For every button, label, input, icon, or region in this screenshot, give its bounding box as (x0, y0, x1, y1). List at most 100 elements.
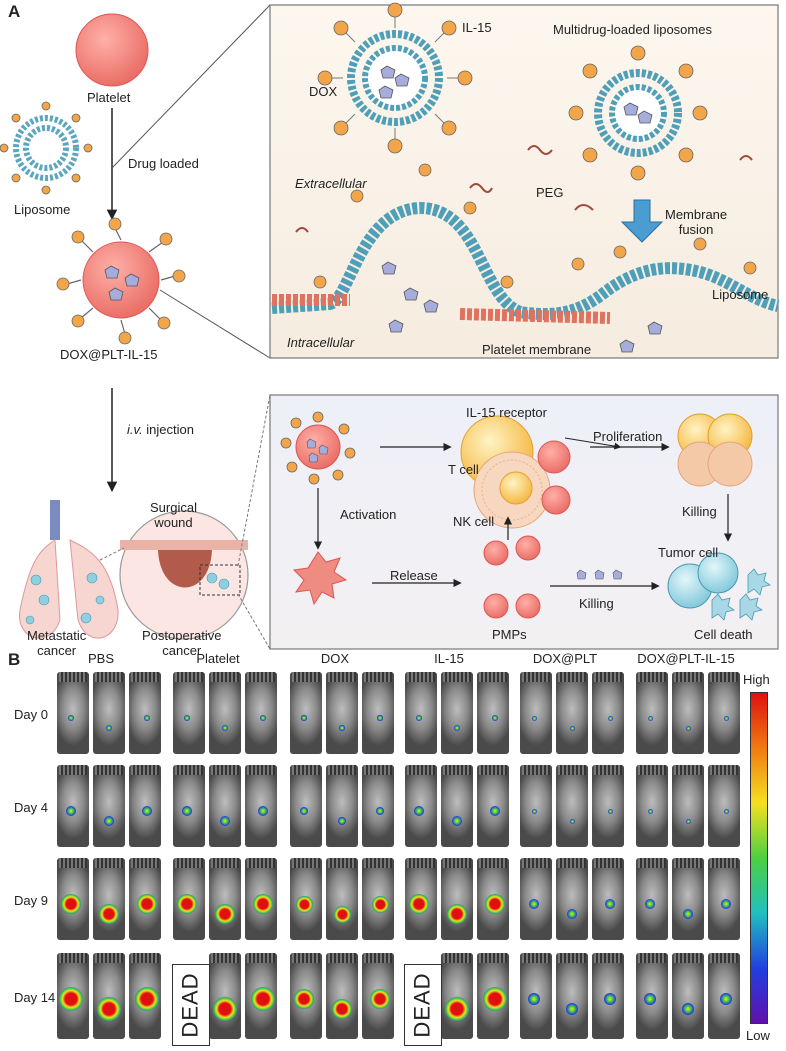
mouse-image (556, 858, 588, 940)
mouse-image (405, 858, 437, 940)
signal-spot (222, 725, 228, 731)
mouse-image (245, 953, 277, 1039)
mouse-image (708, 858, 740, 940)
mouse-image (592, 953, 624, 1039)
signal-spot (414, 806, 424, 816)
platelet-membrane-label: Platelet membrane (482, 342, 592, 357)
group-header-dox-plt: DOX@PLT (532, 651, 598, 666)
signal-spot (452, 816, 462, 826)
mouse-image (173, 858, 205, 940)
t-cell-label: T cell (448, 462, 479, 477)
signal-spot (137, 894, 157, 914)
signal-spot (260, 715, 266, 721)
mouse-image (441, 765, 473, 847)
membrane-fusion-line-1: Membrane (665, 207, 728, 222)
signal-spot (720, 993, 732, 1005)
metastatic-line-2: cancer (37, 643, 77, 658)
mouse-image (245, 672, 277, 754)
mouse-image (708, 765, 740, 847)
mouse-image (93, 672, 125, 754)
mouse-image (708, 953, 740, 1039)
peg-label: PEG (536, 185, 564, 200)
mouse-image (477, 858, 509, 940)
mouse-image (441, 858, 473, 940)
mouse-image (173, 765, 205, 847)
signal-spot (569, 725, 575, 731)
signal-spot (97, 997, 121, 1021)
mouse-image (57, 765, 89, 847)
signal-spot (607, 808, 613, 814)
mouse-image (93, 765, 125, 847)
surgical-line-1: Surgical (150, 500, 197, 515)
signal-spot (299, 806, 309, 816)
signal-spot (644, 993, 656, 1005)
mouse-image (57, 953, 89, 1039)
mouse-image (362, 765, 394, 847)
signal-spot (647, 715, 653, 721)
signal-spot (645, 899, 655, 909)
dox-plt-il15-shape (56, 217, 186, 345)
activation-label: Activation (340, 507, 397, 522)
mouse-image (209, 765, 241, 847)
mouse-image (556, 672, 588, 754)
day-label-0: Day 0 (14, 707, 48, 722)
lungs-illustration (19, 500, 119, 639)
mouse-image (129, 672, 161, 754)
signal-spot (184, 715, 190, 721)
signal-spot (604, 993, 616, 1005)
signal-spot (253, 894, 273, 914)
mouse-image (129, 858, 161, 940)
panel-b-label: B (8, 650, 21, 669)
signal-spot (301, 715, 307, 721)
signal-spot (605, 899, 615, 909)
injection-italic: i.v. (127, 422, 143, 437)
mouse-image (636, 672, 668, 754)
signal-spot (331, 998, 353, 1020)
mouse-image (592, 858, 624, 940)
mouse-image (441, 953, 473, 1039)
signal-spot (445, 997, 469, 1021)
signal-spot (409, 894, 429, 914)
mouse-image (362, 858, 394, 940)
platelet-shape (75, 13, 149, 87)
injection-label: i.v. injection (127, 422, 194, 437)
mouse-image (245, 858, 277, 940)
signal-spot (220, 816, 230, 826)
proliferated-cells (677, 413, 753, 487)
signal-spot (485, 894, 505, 914)
mouse-image (57, 858, 89, 940)
multidrug-label: Multidrug-loaded liposomes (553, 22, 712, 37)
signal-spot (528, 993, 540, 1005)
signal-spot (68, 715, 74, 721)
drug-loaded-label: Drug loaded (128, 156, 199, 171)
group-header-platelet: Platelet (196, 651, 240, 666)
mouse-image (520, 858, 552, 940)
release-label: Release (390, 568, 438, 583)
signal-spot (251, 987, 275, 1011)
signal-spot (295, 895, 313, 913)
proliferation-label: Proliferation (593, 429, 663, 444)
mouse-image (592, 672, 624, 754)
platelet-label: Platelet (87, 90, 131, 105)
mouse-image (362, 953, 394, 1039)
mouse-image (520, 953, 552, 1039)
mouse-image (326, 858, 358, 940)
mouse-image (672, 953, 704, 1039)
postop-line-2: cancer (162, 643, 202, 658)
mouse-image (93, 858, 125, 940)
signal-spot (142, 806, 152, 816)
liposome-shape (0, 101, 93, 195)
nk-cell-label: NK cell (453, 514, 495, 529)
surgical-wound-label: Surgical wound (150, 500, 197, 530)
extracellular-label: Extracellular (295, 176, 367, 191)
signal-spot (337, 816, 347, 826)
signal-spot (490, 806, 500, 816)
signal-spot (682, 1003, 694, 1015)
signal-spot (293, 988, 315, 1010)
day-label-4: Day 4 (14, 800, 48, 815)
tumor-cell-label: Tumor cell (658, 545, 719, 560)
mouse-image (672, 765, 704, 847)
signal-spot (182, 806, 192, 816)
signal-spot (685, 818, 691, 824)
group-header-pbs: PBS (87, 651, 114, 666)
